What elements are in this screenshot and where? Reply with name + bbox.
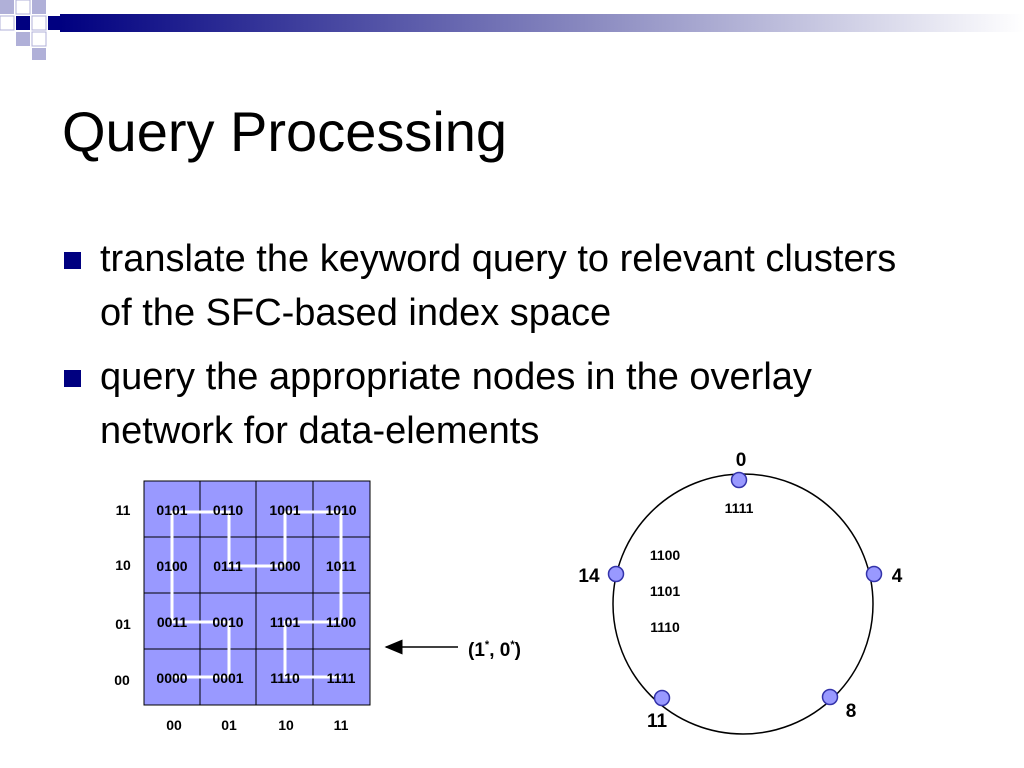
grid-cell: 1000 bbox=[269, 558, 300, 574]
grid-cell: 0110 bbox=[213, 502, 244, 518]
grid-lines bbox=[144, 481, 370, 705]
grid-cell: 1101 bbox=[270, 614, 301, 630]
row-label: 11 bbox=[116, 502, 131, 518]
column-label: 01 bbox=[221, 717, 237, 733]
grid-cell: 1011 bbox=[326, 558, 357, 574]
grid-cell: 0000 bbox=[156, 670, 187, 686]
square-bullet-icon bbox=[64, 252, 81, 269]
grid-cell: 0001 bbox=[212, 670, 243, 686]
ring-node bbox=[607, 565, 625, 583]
slide-title: Query Processing bbox=[62, 100, 508, 163]
sfc-diagram: 0101 0110 1001 1010 0100 0111 1000 1011 … bbox=[114, 450, 903, 735]
grid-cell: 0100 bbox=[156, 558, 187, 574]
bullet-text: query the appropriate nodes in the overl… bbox=[100, 356, 812, 452]
row-label: 00 bbox=[114, 672, 130, 688]
grid-cell: 1100 bbox=[326, 614, 357, 630]
key-label: 1100 bbox=[650, 547, 681, 563]
ring-node bbox=[865, 565, 883, 583]
grid-cell: 0011 bbox=[157, 614, 188, 630]
node-label: 8 bbox=[846, 701, 857, 722]
square-bullet-icon bbox=[64, 370, 81, 387]
bullet-text: translate the keyword query to relevant … bbox=[100, 238, 897, 334]
grid-cell: 1111 bbox=[327, 670, 356, 686]
hilbert-curve bbox=[170, 510, 343, 679]
column-label: 10 bbox=[278, 717, 294, 733]
grid-cell: 0111 bbox=[213, 558, 243, 574]
ring-node bbox=[653, 689, 671, 707]
key-label: 1110 bbox=[650, 619, 680, 635]
bullet-item: query the appropriate nodes in the overl… bbox=[64, 350, 924, 460]
key-label: 1111 bbox=[725, 500, 754, 516]
ring-node bbox=[730, 471, 748, 489]
column-label: 00 bbox=[166, 717, 182, 733]
ring-node bbox=[821, 688, 839, 706]
grid-cell: 0010 bbox=[212, 614, 243, 630]
query-label: (1*, 0*) bbox=[468, 639, 521, 661]
key-label: 1101 bbox=[650, 583, 681, 599]
column-label: 11 bbox=[334, 717, 349, 733]
grid-cell: 1001 bbox=[269, 502, 300, 518]
node-label: 4 bbox=[892, 566, 903, 587]
row-label: 10 bbox=[115, 557, 131, 573]
bullet-item: translate the keyword query to relevant … bbox=[64, 232, 924, 342]
header-banner bbox=[0, 0, 1024, 60]
grid-cell: 1110 bbox=[270, 670, 300, 686]
node-label: 0 bbox=[736, 450, 747, 471]
grid-cell: 1010 bbox=[325, 502, 356, 518]
row-label: 01 bbox=[115, 616, 131, 632]
node-label: 11 bbox=[647, 711, 668, 732]
node-label: 14 bbox=[578, 566, 600, 587]
grid-cell: 0101 bbox=[156, 502, 187, 518]
